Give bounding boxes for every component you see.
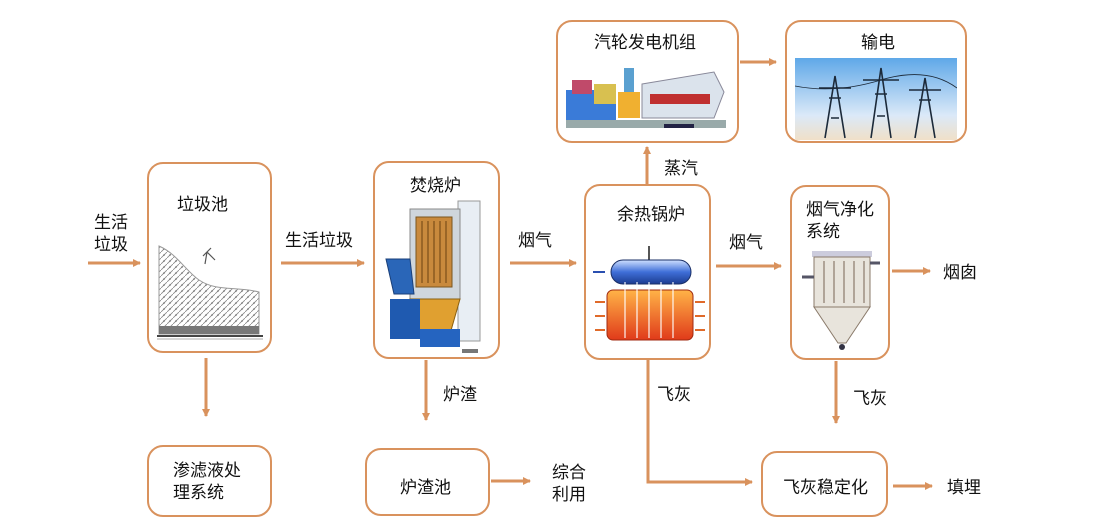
power-title: 输电: [861, 33, 895, 52]
turbine-title: 汽轮发电机组: [594, 33, 696, 52]
garbage-pit-title: 垃圾池: [177, 195, 228, 214]
leachate-title: 渗滤液处理系统: [173, 461, 241, 502]
flue-gas-cleaning-title: 烟气净化系统: [806, 200, 874, 241]
label-msw-mid: 生活垃圾: [285, 231, 353, 250]
flue-gas-cleaning-illustration: [802, 251, 880, 350]
turbine-illustration: [566, 68, 726, 128]
slag-pit-title: 炉渣池: [400, 478, 451, 497]
label-landfill: 填埋: [947, 478, 981, 497]
node-garbage-pit: 垃圾池: [147, 162, 272, 353]
label-fly-ash-1: 飞灰: [657, 385, 691, 404]
power-illustration: [795, 58, 957, 140]
node-incinerator: 焚烧炉: [373, 161, 500, 359]
node-waste-heat-boiler: 余热锅炉: [584, 184, 711, 360]
node-slag-pit: 炉渣池: [365, 448, 490, 516]
incinerator-title: 焚烧炉: [410, 176, 461, 195]
label-comprehensive-use: 综合利用: [552, 463, 586, 504]
node-leachate: 渗滤液处理系统: [147, 445, 272, 517]
fly-ash-stabilization-title: 飞灰稳定化: [783, 478, 868, 497]
label-slag: 炉渣: [443, 385, 477, 404]
node-power: 输电: [785, 20, 967, 143]
waste-heat-boiler-title: 余热锅炉: [617, 205, 685, 224]
label-chimney: 烟囱: [943, 263, 977, 282]
garbage-pit-illustration: [157, 245, 263, 340]
label-flue-gas-2: 烟气: [729, 233, 763, 252]
incinerator-illustration: [385, 200, 481, 353]
boiler-illustration: [593, 246, 705, 341]
arrow-boiler-to-flyash: [646, 360, 753, 486]
node-flue-gas-cleaning: 烟气净化系统: [790, 185, 890, 360]
label-msw-in: 生活垃圾: [94, 213, 128, 254]
label-fly-ash-2: 飞灰: [853, 389, 887, 408]
label-steam: 蒸汽: [664, 159, 698, 178]
label-flue-gas-1: 烟气: [518, 231, 552, 250]
node-fly-ash-stabilization: 飞灰稳定化: [761, 451, 888, 517]
node-turbine: 汽轮发电机组: [556, 20, 739, 143]
